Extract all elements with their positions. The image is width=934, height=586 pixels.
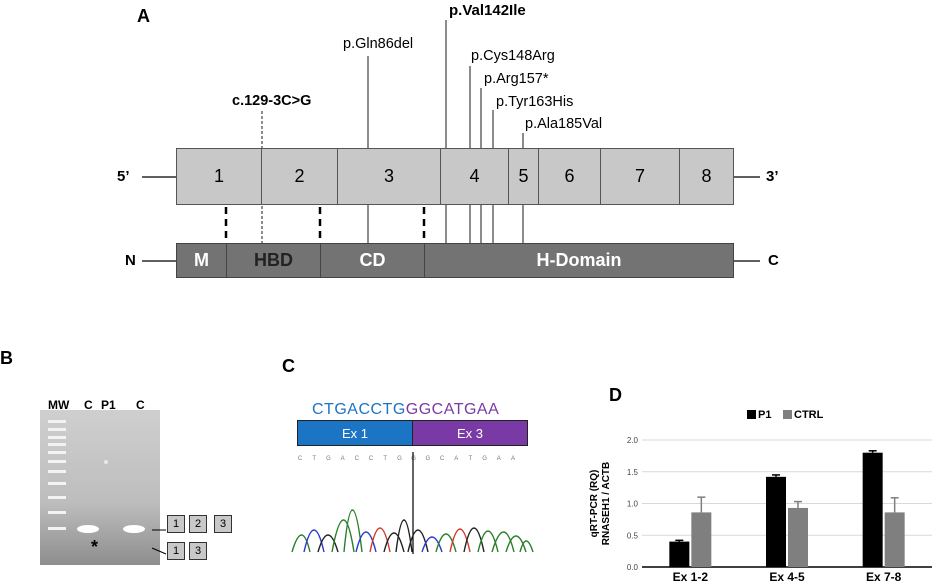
base-call: C: [355, 456, 360, 462]
bar-p1: [669, 541, 690, 567]
y-axis-label-line1: qRT-PCR (RQ): [589, 470, 600, 538]
exon-8: 8: [679, 148, 734, 205]
band-c2: [123, 525, 145, 533]
base-call: A: [454, 456, 458, 462]
lane-label-p1: P1: [101, 398, 116, 412]
five-prime-label: 5’: [117, 168, 130, 185]
mutation-label-gln86: p.Gln86del: [343, 36, 414, 52]
legend-label-p1: P1: [758, 409, 771, 421]
p1-spot: [104, 460, 108, 464]
panel-b-letter: B: [0, 348, 13, 368]
gel-image: [40, 410, 160, 565]
y-tick-label: 2.0: [627, 436, 639, 445]
gel-asterisk: *: [91, 537, 99, 557]
exon-2: 2: [261, 148, 338, 205]
domain-m: M: [176, 243, 227, 278]
base-call: A: [497, 456, 501, 462]
y-tick-label: 0.5: [627, 531, 639, 540]
exon-5: 5: [508, 148, 539, 205]
base-call: A: [341, 456, 345, 462]
y-tick-label: 1.5: [627, 468, 639, 477]
sequence-text: CTGACCTGGGCATGAA: [312, 401, 499, 419]
base-call: T: [383, 456, 387, 462]
c-terminus-label: C: [768, 252, 779, 269]
chromatogram: CTGACCTGGGCATGAA: [291, 452, 534, 554]
legend-swatch-p1: [747, 410, 756, 419]
base-call: G: [326, 456, 331, 462]
sequence-exon3: GGCATGAA: [405, 401, 500, 418]
exon-3: 3: [337, 148, 441, 205]
mutation-label-cys148: p.Cys148Arg: [471, 48, 555, 64]
band-upper-exon-1: 1: [167, 515, 185, 533]
gel-connectors: [151, 529, 167, 555]
bar-ctrl: [884, 512, 905, 567]
legend-label-ctrl: CTRL: [794, 409, 824, 421]
panel-c-letter: C: [282, 356, 295, 376]
lane-label-mw: MW: [48, 398, 70, 412]
panel-d-letter: D: [609, 385, 622, 405]
bar-ctrl: [788, 507, 808, 567]
mutation-label-ala185: p.Ala185Val: [525, 116, 603, 132]
x-tick-label: Ex 4-5: [769, 570, 805, 584]
domain-cd: CD: [320, 243, 425, 278]
base-call: C: [298, 456, 303, 462]
y-tick-label: 0.0: [627, 563, 639, 572]
band-upper-exon-2: 2: [189, 515, 207, 533]
x-tick-label: Ex 7-8: [866, 570, 902, 584]
base-call: G: [482, 456, 487, 462]
bar-chart: 0.0 0.5 1.0 1.5 2.0 qRT-PCR (RQ)RNASEH1 / ACT…: [589, 409, 932, 584]
base-call: G: [411, 456, 416, 462]
n-terminus-label: N: [125, 252, 136, 269]
base-call: T: [469, 456, 473, 462]
y-axis-label-line2: RNASEH1 / ACTB: [601, 462, 612, 546]
exon-6: 6: [538, 148, 601, 205]
base-calls: CTGACCTGGGCATGAA: [298, 456, 515, 462]
mutation-label-c129: c.129-3C>G: [232, 93, 312, 109]
three-prime-label: 3’: [766, 168, 779, 185]
exon-7: 7: [600, 148, 680, 205]
mw-ladder: [48, 420, 66, 530]
panel-a-letter: A: [137, 6, 150, 26]
x-tick-label: Ex 1-2: [673, 570, 709, 584]
lane-label-c2: C: [136, 398, 145, 412]
base-call: T: [312, 456, 316, 462]
sequence-exon1: CTGACCTG: [312, 401, 406, 418]
band-lower-exon-1: 1: [167, 542, 185, 560]
band-lower-exon-3: 3: [189, 542, 207, 560]
exon-4: 4: [440, 148, 509, 205]
mutation-label-tyr163: p.Tyr163His: [496, 94, 574, 110]
base-call: G: [425, 456, 430, 462]
y-tick-label: 1.0: [627, 500, 639, 509]
mutation-label-arg157: p.Arg157*: [484, 71, 549, 87]
bar-ctrl: [691, 512, 712, 567]
exon3-bar: Ex 3: [412, 420, 528, 446]
base-call: A: [511, 456, 515, 462]
domain-hbd: HBD: [226, 243, 321, 278]
mutation-label-val142: p.Val142Ile: [449, 2, 526, 19]
domain-h: H-Domain: [424, 243, 734, 278]
bar-p1: [862, 452, 883, 567]
band-c1: [77, 525, 99, 533]
bar-p1: [766, 476, 786, 567]
exon-1: 1: [176, 148, 262, 205]
legend-swatch-ctrl: [783, 410, 792, 419]
exon1-bar: Ex 1: [297, 420, 413, 446]
base-call: C: [440, 456, 445, 462]
band-upper-exon-3: 3: [214, 515, 232, 533]
base-call: C: [369, 456, 374, 462]
lane-label-c1: C: [84, 398, 93, 412]
base-call: G: [397, 456, 402, 462]
